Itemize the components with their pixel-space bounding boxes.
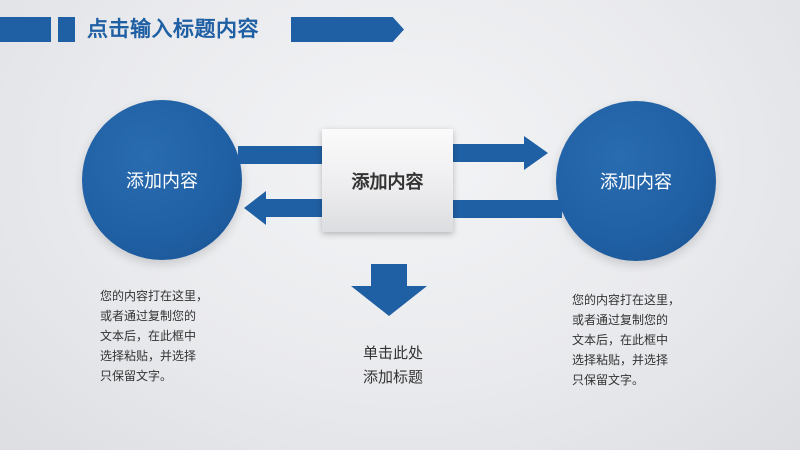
left-text-placeholder[interactable]: 您的内容打在这里， 或者通过复制您的 文本后，在此框中 选择粘贴，并选择 只保留… (100, 286, 208, 386)
left-text-line: 或者通过复制您的 (100, 309, 197, 323)
right-text-line: 您的内容打在这里， (572, 293, 681, 307)
center-box-label: 添加内容 (351, 171, 424, 193)
left-text-line: 您的内容打在这里， (100, 289, 209, 303)
center-to-left-arrow-icon (244, 191, 324, 225)
header-bar-small-block (58, 17, 75, 42)
left-to-center-bar (238, 146, 324, 164)
header-bar-right-arrow (291, 17, 404, 42)
right-circle-label: 添加内容 (600, 172, 672, 193)
bottom-title-placeholder[interactable]: 单击此处 添加标题 (348, 341, 438, 389)
right-text-line: 或者通过复制您的 (572, 313, 669, 327)
bottom-label-line-1: 单击此处 (362, 344, 423, 362)
center-box[interactable]: 添加内容 (322, 129, 453, 232)
down-arrow-icon (351, 264, 427, 316)
center-to-right-arrow-icon (452, 136, 548, 170)
right-text-line: 只保留文字。 (572, 373, 645, 387)
left-text-line: 只保留文字。 (100, 369, 173, 383)
right-text-placeholder[interactable]: 您的内容打在这里， 或者通过复制您的 文本后，在此框中 选择粘贴，并选择 只保留… (572, 290, 680, 390)
right-circle[interactable]: 添加内容 (556, 101, 716, 261)
right-text-line: 选择粘贴，并选择 (572, 353, 669, 367)
left-circle-label: 添加内容 (126, 171, 198, 192)
slide-title[interactable]: 点击输入标题内容 (87, 17, 259, 41)
bottom-label-line-2: 添加标题 (362, 368, 423, 386)
left-circle[interactable]: 添加内容 (82, 100, 242, 260)
right-to-center-bar (452, 200, 562, 218)
left-text-line: 选择粘贴，并选择 (100, 349, 197, 363)
header-bar-left-block (0, 17, 51, 42)
left-text-line: 文本后，在此框中 (100, 329, 197, 343)
right-text-line: 文本后，在此框中 (572, 333, 669, 347)
